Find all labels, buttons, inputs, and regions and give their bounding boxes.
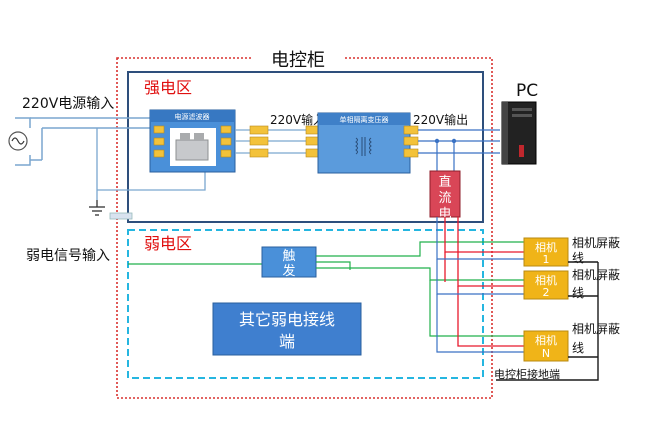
transformer-input-label: 220V输入 (270, 112, 325, 127)
ground-terminal-small (109, 212, 133, 220)
filter-device: 电源滤波器 (149, 109, 236, 173)
camera-1-shield-label2: 线 (572, 251, 584, 265)
other-terminals-line2: 端 (279, 332, 295, 351)
power-input-label: 220V电源输入 (22, 96, 114, 112)
trigger-line2: 发 (282, 263, 295, 279)
strong-zone-border (127, 71, 484, 223)
transformer-device: 单相隔离变压器 (317, 112, 411, 174)
transformer-label: 单相隔离变压器 (340, 115, 389, 124)
return-wires (436, 217, 524, 353)
camera-n-name: 相机 (535, 333, 557, 347)
camera-n-shield-label2: 线 (572, 341, 584, 355)
cabinet-border (116, 57, 493, 399)
trigger-device: 触 发 (261, 246, 317, 279)
intermediate-terminals (249, 125, 269, 158)
other-terminals-line1: 其它弱电接线 (239, 310, 335, 329)
power-feed-lines (15, 117, 150, 166)
dc-supply: 直 流 电 (429, 170, 461, 222)
dc-power-wires (444, 217, 524, 347)
transformer-output-terminals (403, 125, 419, 158)
camera-2-number: 2 (543, 286, 550, 299)
weak-zone-title: 弱电区 (144, 234, 192, 253)
camera-1-name: 相机 (535, 240, 557, 254)
ac-source-icon (8, 131, 28, 151)
cabinet-title: 电控柜 (271, 50, 325, 71)
camera-n: 相机 N (523, 330, 569, 362)
weak-zone-border (127, 229, 484, 379)
transformer-output-label: 220V输出 (413, 112, 468, 127)
dc-supply-feed (436, 141, 455, 172)
transformer-coil-icon (355, 137, 372, 156)
trigger-line1: 触 (282, 249, 295, 264)
camera-1-number: 1 (543, 253, 550, 266)
trigger-to-camera-wires (316, 241, 524, 337)
camera-1: 相机 1 (523, 237, 569, 267)
strong-zone-title: 强电区 (144, 78, 192, 97)
camera-2-shield-label1: 相机屏蔽 (572, 268, 620, 282)
cabinet-title-bg (252, 48, 344, 70)
ground-line (96, 128, 206, 200)
output-to-pc-wires (418, 129, 500, 154)
cabinet-ground-label: 电控柜接地端 (494, 367, 560, 381)
camera-1-shield-label1: 相机屏蔽 (572, 236, 620, 250)
shield-ground-wires (496, 261, 599, 381)
ground-icon (89, 200, 105, 216)
filter-to-transformer-wires (235, 129, 306, 154)
camera-2-shield-label2: 线 (572, 286, 584, 300)
signal-input-label: 弱电信号输入 (26, 248, 110, 264)
dc-supply-line2: 流 (438, 191, 451, 206)
camera-2: 相机 2 (523, 270, 569, 300)
camera-n-number: N (542, 347, 550, 360)
dc-supply-line3: 电 (438, 207, 451, 222)
filter-label: 电源滤波器 (175, 112, 210, 121)
camera-n-shield-label1: 相机屏蔽 (572, 322, 620, 336)
camera-2-name: 相机 (535, 273, 557, 287)
pc-label: PC (516, 81, 538, 101)
other-terminals-box: 其它弱电接线 端 (212, 302, 362, 356)
pc-tower-icon (501, 101, 537, 165)
dc-supply-line1: 直 (438, 175, 451, 190)
